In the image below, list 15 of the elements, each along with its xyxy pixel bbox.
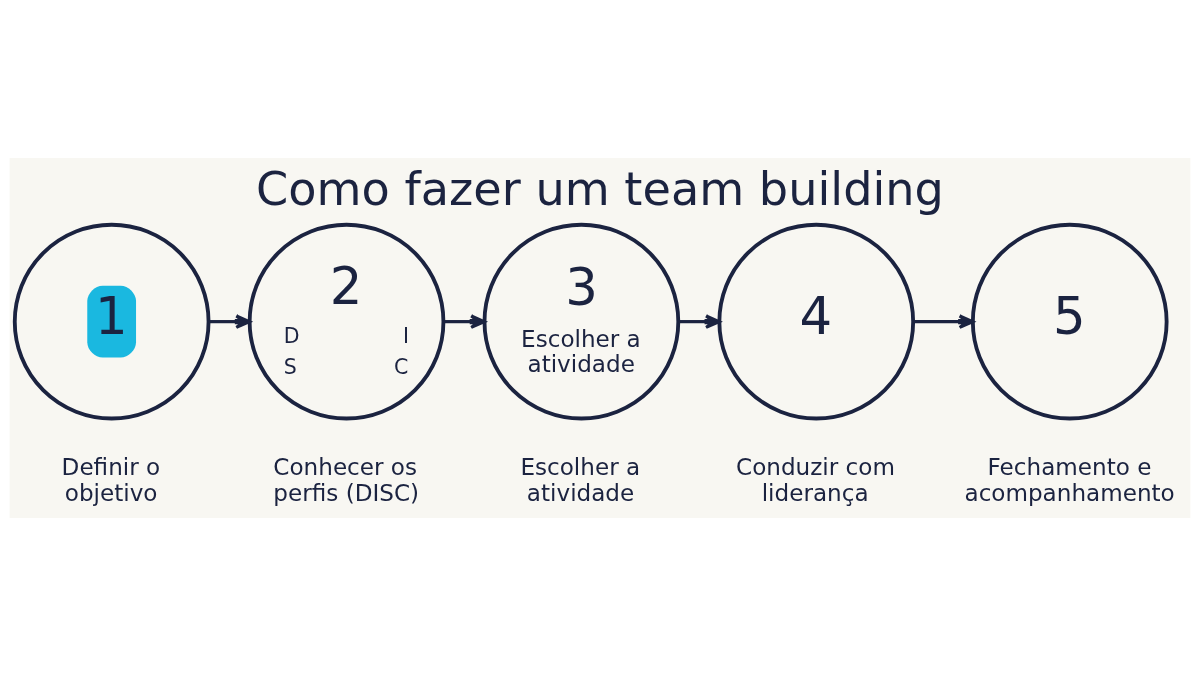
diagram-title: Como fazer um team building — [256, 161, 944, 216]
node-circle: 5 — [970, 222, 1169, 420]
node-circle: 2 D I S C — [247, 222, 446, 420]
arrow — [443, 313, 486, 329]
node-circle: 4 — [717, 222, 916, 420]
node-label: Definir o objetivo — [61, 453, 161, 506]
node-label: Escolher a atividade — [520, 453, 641, 506]
node-label: Fechamento e acompanhamento — [964, 453, 1175, 506]
node-circle: 1 — [12, 222, 211, 420]
arrow — [208, 313, 251, 329]
arrow — [913, 313, 975, 329]
node-label: Conhecer os perfis (DISC) — [273, 453, 420, 506]
node-label: Conduzir com liderança — [736, 453, 895, 506]
node-circle: 3 Escolher a atividade — [482, 222, 681, 420]
arrow — [678, 313, 721, 329]
